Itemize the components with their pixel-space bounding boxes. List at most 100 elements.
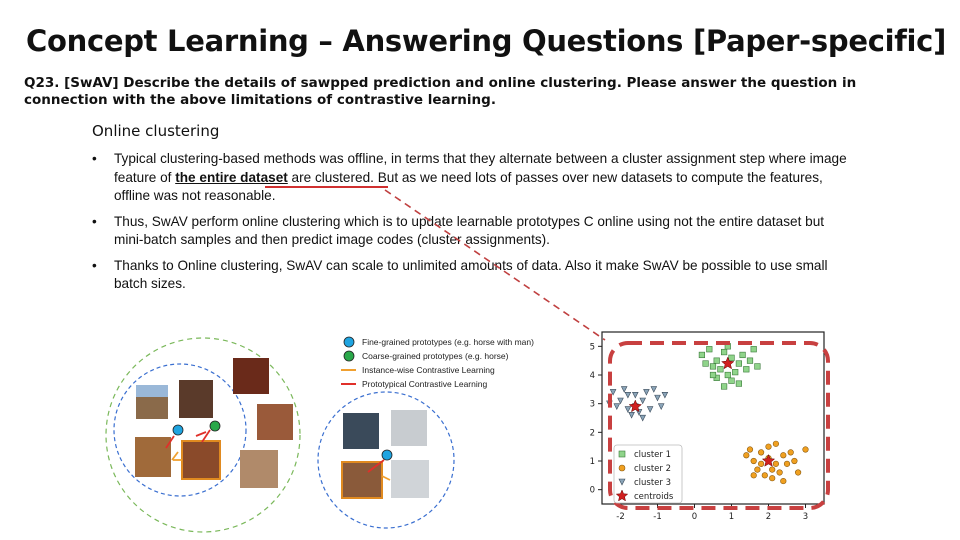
eagle-cluster-ring [317, 391, 455, 529]
cluster-3-point [661, 391, 669, 399]
cluster-1-point [735, 380, 742, 387]
legend-marker-cluster-3 [618, 478, 626, 486]
cluster-2-point [746, 446, 754, 453]
horse-photo-icon [135, 437, 171, 477]
cluster-1-point [735, 360, 742, 367]
cluster-3-point [632, 391, 639, 399]
cluster-3-point [617, 397, 624, 405]
horse-photo-icon [233, 358, 269, 394]
y-tick-label: 1 [590, 457, 595, 467]
eagle-photo-icon [391, 410, 427, 446]
cluster-1-point [754, 363, 761, 370]
x-tick-label: 0 [692, 512, 697, 522]
cluster-1-point [698, 351, 705, 359]
legend-label-cluster-3: cluster 3 [634, 478, 671, 488]
fine-prototype-dot [381, 449, 393, 461]
fine-cluster-ring [113, 363, 247, 497]
cluster-2-point [794, 469, 802, 476]
legend-prototypical-label: Prototypical Contrastive Learning [362, 379, 487, 389]
prototype-legend: Fine-grained prototypes (e.g. horse with… [341, 336, 534, 389]
horse-photo-icon [240, 450, 278, 488]
bullet-dot: • [92, 213, 97, 229]
horse-photo-sky-icon [136, 385, 168, 397]
cluster-2-point [780, 452, 787, 459]
bullet-item: • Typical clustering-based methods was o… [92, 150, 852, 206]
legend-label-cluster-2: cluster 2 [634, 464, 671, 474]
cluster-2-point [754, 466, 761, 473]
cluster-2-point [757, 449, 765, 456]
y-tick-label: 4 [590, 371, 595, 381]
legend-fine-dot [343, 336, 355, 348]
cluster-2-point [791, 457, 798, 465]
cluster-1-point [717, 366, 724, 373]
bullet-dot: • [92, 151, 97, 166]
cluster-2-point [787, 449, 794, 456]
chart-legend-box [613, 444, 683, 504]
eagle-photo-icon [391, 460, 429, 498]
cluster-1-point [720, 383, 728, 390]
y-tick-label: 5 [590, 342, 595, 352]
cluster-3-point [620, 386, 628, 393]
legend-marker-centroids [615, 489, 629, 502]
bullet-text: are clustered. But as we need lots of pa… [114, 169, 823, 204]
cluster-2-point [769, 475, 776, 482]
legend-label-centroids: centroids [634, 492, 674, 502]
x-tick-label: 1 [729, 512, 734, 522]
coarse-prototype-dot [209, 420, 221, 432]
cluster-2-point [780, 477, 787, 485]
prototype-diagram [105, 337, 455, 533]
cluster-1-point [750, 346, 757, 353]
horse-photo-icon [257, 404, 293, 440]
cluster-2-point [772, 460, 780, 467]
highlight-dashed-box [608, 341, 830, 510]
cluster-3-point [613, 403, 621, 411]
centroids-point [761, 453, 776, 467]
coarse-cluster-ring [105, 337, 301, 533]
legend-coarse-label: Coarse-grained prototypes (e.g. horse) [362, 351, 509, 361]
instance-arrow [381, 475, 391, 481]
prototypical-arrow [367, 459, 385, 473]
centroids-point [721, 356, 735, 370]
eagle-photo-icon [343, 413, 379, 449]
bullet-dot: • [92, 257, 97, 273]
cluster-3-point [639, 414, 646, 422]
cluster-1-point [743, 366, 750, 373]
slide-title: Concept Learning – Answering Questions [… [26, 24, 947, 58]
cluster-2-point [743, 452, 750, 459]
cluster-3-point [657, 403, 665, 411]
cluster-2-point [765, 443, 772, 450]
highlight-entire-dataset: the entire dataset [175, 169, 288, 185]
cluster-2-point [757, 460, 765, 467]
cluster-2-point [776, 469, 783, 476]
cluster-3-point [643, 389, 650, 396]
cluster-1-point [706, 346, 713, 353]
cluster-1-point [702, 360, 709, 367]
section-heading: Online clustering [92, 122, 220, 140]
cluster-3-point [639, 397, 646, 405]
y-tick-label: 0 [590, 486, 595, 496]
cluster-1-point [732, 369, 739, 376]
cluster-2-point [783, 460, 791, 467]
cluster-3-point [609, 389, 617, 396]
bullet-text: Typical clustering-based methods was off… [114, 151, 847, 185]
question-text: Q23. [SwAV] Describe the details of sawp… [24, 75, 857, 108]
cluster-2-point [769, 466, 776, 473]
cluster-1-point [728, 377, 735, 384]
plot-frame [601, 331, 825, 505]
x-tick-label: -1 [653, 512, 661, 522]
legend-label-cluster-1: cluster 1 [634, 450, 671, 460]
legend-marker-cluster-2 [618, 464, 626, 472]
cluster-1-point [713, 357, 720, 364]
cluster-2-point [772, 440, 780, 447]
cluster-3-point [650, 386, 658, 393]
chart-legend: cluster 1 cluster 2 cluster 3 centroids [613, 444, 683, 504]
bullet-item: • Thus, SwAV perform online clustering w… [92, 213, 852, 250]
dashed-connector [384, 189, 606, 341]
cluster-1-point [709, 363, 717, 370]
x-tick-label: 3 [803, 512, 808, 522]
cluster-2-point [761, 472, 768, 479]
cluster-3-point [628, 412, 635, 419]
legend-marker-cluster-1 [618, 450, 626, 458]
